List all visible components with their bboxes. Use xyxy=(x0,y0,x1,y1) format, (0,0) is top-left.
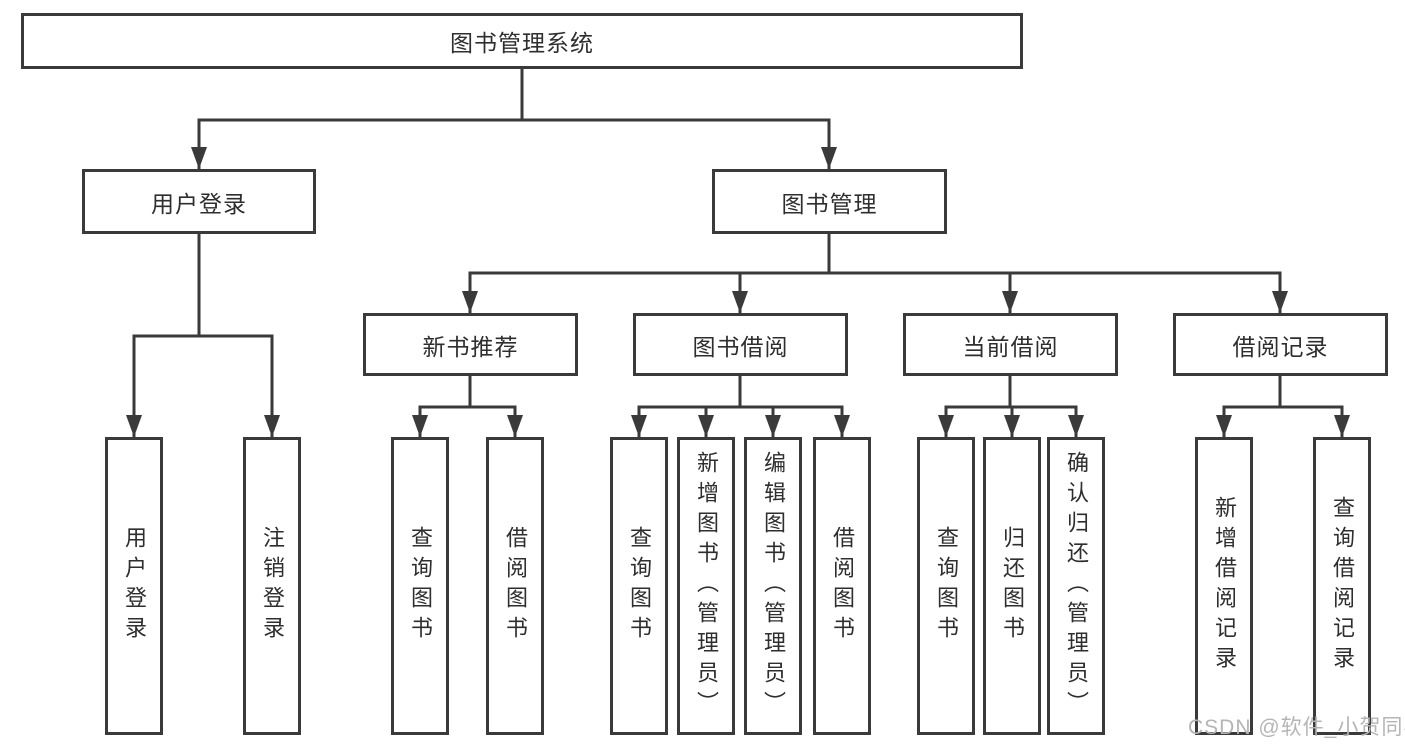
connector-new-book-recommend-children xyxy=(412,376,523,437)
leaf-current-query-books-label: 查询图书 xyxy=(934,526,959,646)
leaf-borrow-borrow-books: 借阅图书 xyxy=(813,437,871,735)
csdn-watermark: CSDN @软件_小贺同学 xyxy=(1188,716,1405,739)
leaf-user-login: 用户登录 xyxy=(105,437,163,735)
leaf-borrow-query-books-label: 查询图书 xyxy=(627,526,652,646)
node-new-book-recommend-label: 新书推荐 xyxy=(422,333,519,360)
node-book-borrow-label: 图书借阅 xyxy=(692,333,789,360)
leaf-borrow-borrow-books-label: 借阅图书 xyxy=(830,526,855,646)
node-book-management: 图书管理 xyxy=(712,169,947,234)
node-borrow-records: 借阅记录 xyxy=(1173,313,1388,376)
connector-borrow-records-children xyxy=(1216,376,1350,437)
leaf-borrow-query-books: 查询图书 xyxy=(610,437,668,735)
leaf-edit-books-admin: 编辑图书（管理员） xyxy=(744,437,802,735)
leaf-confirm-return-admin: 确认归还（管理员） xyxy=(1047,437,1105,735)
leaf-query-borrow-record-label: 查询借阅记录 xyxy=(1330,496,1355,676)
leaf-query-borrow-record: 查询借阅记录 xyxy=(1313,437,1371,735)
connector-book-management-children xyxy=(462,234,1288,313)
leaf-recommend-query-books: 查询图书 xyxy=(391,437,449,735)
leaf-user-login-label: 用户登录 xyxy=(122,526,147,646)
leaf-add-books-admin-label: 新增图书（管理员） xyxy=(694,451,719,721)
node-root: 图书管理系统 xyxy=(21,13,1023,69)
leaf-return-books-label: 归还图书 xyxy=(1000,526,1025,646)
leaf-recommend-borrow-books: 借阅图书 xyxy=(486,437,544,735)
leaf-add-borrow-record-label: 新增借阅记录 xyxy=(1212,496,1237,676)
node-new-book-recommend: 新书推荐 xyxy=(363,313,578,376)
node-current-borrow-label: 当前借阅 xyxy=(962,333,1059,360)
leaf-current-query-books: 查询图书 xyxy=(917,437,975,735)
leaf-confirm-return-admin-label: 确认归还（管理员） xyxy=(1064,451,1089,721)
leaf-recommend-borrow-books-label: 借阅图书 xyxy=(503,526,528,646)
node-current-borrow: 当前借阅 xyxy=(903,313,1118,376)
connector-book-borrow-children xyxy=(631,376,850,437)
connector-root-to-level2 xyxy=(191,69,837,169)
node-book-borrow: 图书借阅 xyxy=(633,313,848,376)
node-book-management-label: 图书管理 xyxy=(781,190,878,217)
node-borrow-records-label: 借阅记录 xyxy=(1232,333,1329,360)
leaf-recommend-query-books-label: 查询图书 xyxy=(408,526,433,646)
connector-user-login-children xyxy=(126,234,280,437)
node-root-label: 图书管理系统 xyxy=(450,30,594,56)
connector-current-borrow-children xyxy=(938,376,1084,437)
leaf-add-books-admin: 新增图书（管理员） xyxy=(677,437,735,735)
leaf-logout-login-label: 注销登录 xyxy=(260,526,285,646)
node-user-login: 用户登录 xyxy=(82,169,316,234)
leaf-return-books: 归还图书 xyxy=(983,437,1041,735)
leaf-logout-login: 注销登录 xyxy=(243,437,301,735)
leaf-edit-books-admin-label: 编辑图书（管理员） xyxy=(761,451,786,721)
leaf-add-borrow-record: 新增借阅记录 xyxy=(1195,437,1253,735)
node-user-login-label: 用户登录 xyxy=(151,190,247,217)
